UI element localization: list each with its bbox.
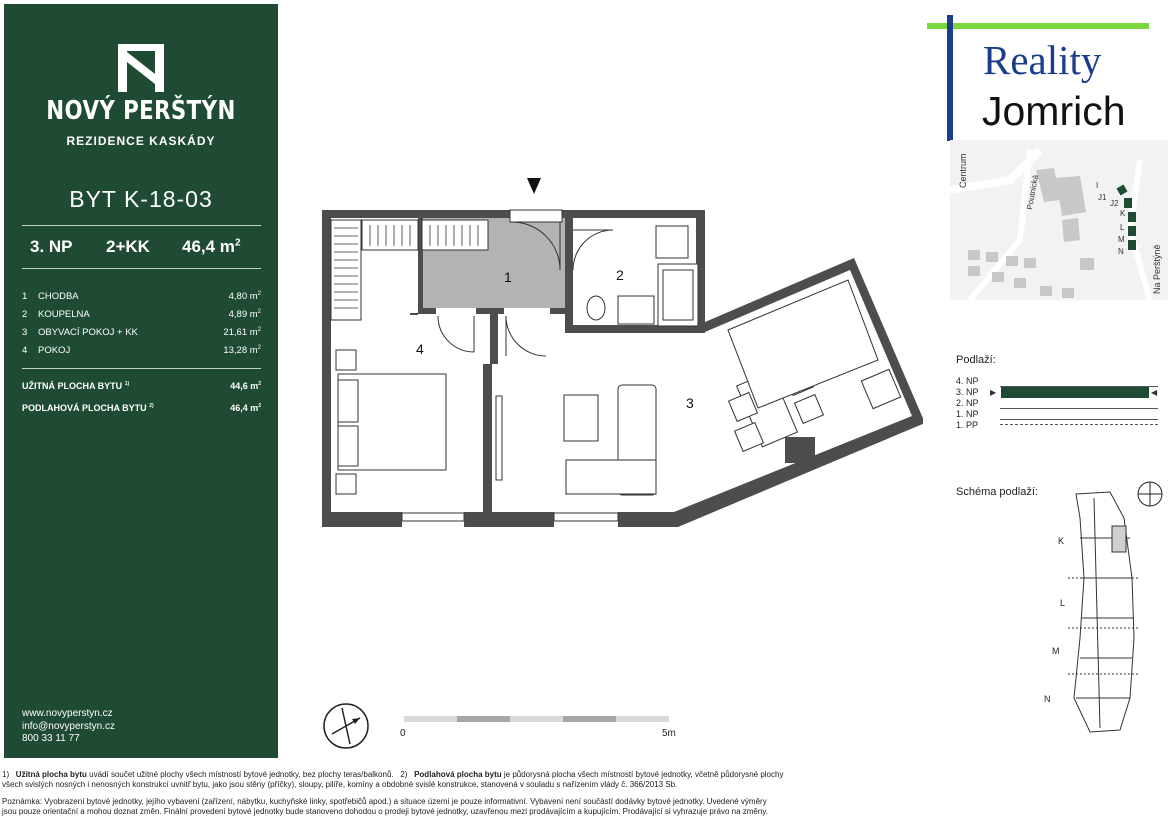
divider — [22, 225, 261, 226]
map-building-label: J2 — [1110, 199, 1119, 208]
disclaimer-line: Poznámka: Vyobrazení bytové jednotky, je… — [2, 797, 767, 806]
email-link[interactable]: info@novyperstyn.cz — [22, 720, 115, 732]
phone-number: 800 33 11 77 — [22, 733, 80, 744]
area-totals: UŽITNÁ PLOCHA BYTU 1) 44,6 m2 PODLAHOVÁ … — [22, 381, 261, 425]
compass-icon — [323, 703, 369, 749]
room-label-1: 1 — [504, 269, 512, 285]
total-row: PODLAHOVÁ PLOCHA BYTU 2) 46,4 m2 — [22, 403, 261, 413]
divider — [22, 268, 261, 269]
unit-summary: 3. NP 2+KK 46,4 m2 — [30, 237, 258, 261]
schema-section-label: K — [1058, 536, 1064, 546]
map-building-label: J1 — [1098, 193, 1107, 202]
footnotes: 1) Užitná plocha bytu uvádí součet užitn… — [2, 770, 1170, 817]
living-furniture — [495, 279, 902, 496]
agency-name-line2: Jomrich — [982, 88, 1126, 134]
room-label-2: 2 — [616, 267, 624, 283]
floor-plan: 1 2 3 4 — [322, 178, 923, 527]
wardrobe — [330, 219, 489, 321]
map-building-label: L — [1120, 223, 1125, 232]
floor-level[interactable]: 4. NP — [956, 376, 979, 386]
map-building-label: N — [1118, 247, 1124, 256]
bed — [335, 349, 447, 495]
unit-layout: 2+KK — [106, 237, 150, 256]
divider — [22, 368, 261, 369]
unit-floor: 3. NP — [30, 237, 73, 256]
map-building-label: I — [1096, 181, 1098, 190]
nove-perstyn-logo-icon — [118, 44, 164, 92]
floor-arrow-left-icon: ◀ — [1151, 388, 1158, 397]
floor-schema: K L M N — [1044, 481, 1163, 733]
bathroom-fixtures — [586, 225, 699, 327]
total-row: UŽITNÁ PLOCHA BYTU 1) 44,6 m2 — [22, 381, 261, 391]
floor-selector: 4. NP 3. NP 2. NP 1. NP 1. PP ▶ ◀ — [956, 376, 1160, 436]
schema-title: Schéma podlaží: — [956, 486, 1038, 498]
info-panel: NOVÝ PERŠTÝN REZIDENCE KASKÁDY BYT K-18-… — [4, 4, 278, 758]
floor-level[interactable]: 1. PP — [956, 420, 979, 430]
floors-title: Podlaží: — [956, 354, 996, 366]
walls — [322, 210, 923, 527]
floor-level[interactable]: 2. NP — [956, 398, 979, 408]
room-label-4: 4 — [416, 341, 424, 357]
map-label-street-2: Na Perštýně — [1152, 244, 1162, 294]
windows — [401, 512, 619, 522]
floor-arrow-right-icon: ▶ — [990, 388, 997, 397]
map-building-label: K — [1120, 209, 1126, 218]
brand-subtitle: REZIDENCE KASKÁDY — [66, 134, 216, 148]
contact-info: www.novyperstyn.cz info@novyperstyn.cz 8… — [22, 708, 115, 746]
unit-area: 46,4 m2 — [182, 237, 241, 256]
site-map: Centrum Poutnická Na Perštýně I J1 J2 K … — [950, 140, 1168, 302]
schema-section-label: M — [1052, 646, 1060, 656]
floor-level-active[interactable]: 3. NP — [956, 387, 979, 397]
footnote-line: všech svislých nosných i nenosných konst… — [2, 780, 678, 789]
schema-section-label: N — [1044, 694, 1051, 704]
entrance-arrow-icon — [527, 178, 541, 194]
unit-title: BYT K-18-03 — [69, 186, 213, 212]
agency-logo-frame — [927, 15, 1149, 141]
floor-level[interactable]: 1. NP — [956, 409, 979, 419]
active-floor-bar — [1001, 387, 1149, 398]
website-link[interactable]: www.novyperstyn.cz — [22, 708, 113, 719]
scale-bar — [404, 716, 669, 722]
brand-name: NOVÝ PERŠTÝN — [46, 96, 236, 126]
map-building-label: M — [1118, 235, 1125, 244]
footnote-line: 1) Užitná plocha bytu uvádí součet užitn… — [2, 770, 784, 779]
schema-section-label: L — [1060, 598, 1065, 608]
agency-name-line1: Reality — [983, 37, 1102, 83]
scale-end-label: 5m — [662, 728, 676, 739]
scale-start-label: 0 — [400, 728, 406, 739]
disclaimer-line: jsou pouze orientační a mohou doznat změ… — [2, 807, 768, 816]
map-label-centrum: Centrum — [958, 153, 968, 188]
room-label-3: 3 — [686, 395, 694, 411]
